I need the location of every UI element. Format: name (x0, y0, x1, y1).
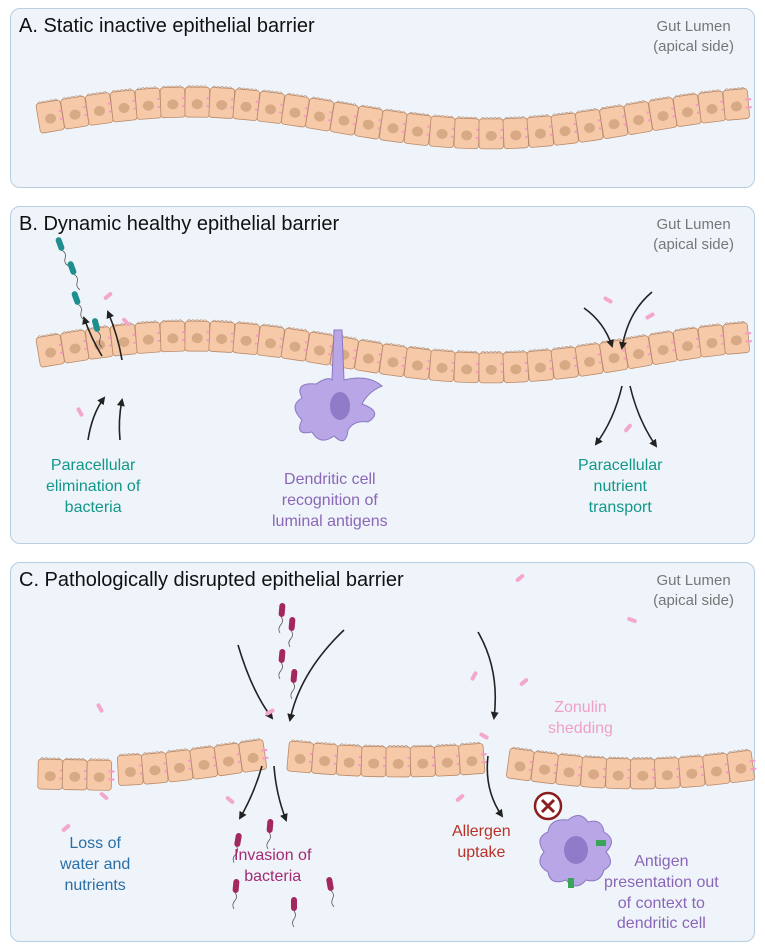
label-line: Allergen (452, 823, 511, 840)
label-line: shedding (548, 719, 613, 737)
lumen-label-line: (apical side) (653, 235, 734, 253)
panel-a-lumen-label: Gut Lumen (apical side) (653, 17, 734, 56)
panel-a: A. Static inactive epithelial barrier Gu… (10, 8, 755, 188)
panel-c-lumen-label: Gut Lumen (apical side) (653, 571, 734, 610)
label-antigen-presentation: Antigen presentation out of context to d… (604, 852, 719, 935)
label-line: Zonulin (554, 699, 607, 716)
panel-c-title: C. Pathologically disrupted epithelial b… (19, 569, 404, 591)
label-line: bacteria (244, 867, 302, 885)
label-line: of context to (617, 894, 705, 912)
label-zonulin-shedding: Zonulin shedding (548, 698, 613, 740)
label-dendritic-recognition: Dendritic cell recognition of luminal an… (272, 470, 388, 532)
label-invasion: Invasion of bacteria (234, 846, 311, 888)
panel-b: B. Dynamic healthy epithelial barrier Gu… (10, 206, 755, 544)
label-allergen-uptake: Allergen uptake (452, 822, 511, 864)
label-line: Invasion of (234, 847, 312, 864)
label-line: nutrients (64, 876, 126, 894)
label-line: luminal antigens (272, 512, 388, 530)
lumen-label-line: Gut Lumen (656, 572, 731, 589)
label-line: bacteria (64, 498, 122, 516)
label-line: uptake (457, 843, 506, 861)
lumen-label-line: (apical side) (653, 37, 734, 55)
label-paracellular-elimination: Paracellular elimination of bacteria (46, 456, 140, 518)
lumen-label-line: (apical side) (653, 591, 734, 609)
label-line: dendritic cell (616, 915, 706, 933)
panel-b-lumen-label: Gut Lumen (apical side) (653, 215, 734, 254)
label-loss-water: Loss of water and nutrients (60, 834, 130, 896)
label-line: Paracellular (50, 457, 136, 474)
label-line: transport (588, 498, 652, 516)
panel-b-title: B. Dynamic healthy epithelial barrier (19, 213, 340, 235)
label-line: Paracellular (578, 457, 663, 474)
label-line: Loss of (69, 835, 121, 852)
panel-a-title: A. Static inactive epithelial barrier (19, 15, 315, 37)
lumen-label-line: Gut Lumen (656, 18, 731, 35)
label-line: water and (60, 855, 131, 873)
label-line: Antigen (634, 853, 689, 870)
label-line: elimination of (46, 477, 141, 495)
label-line: recognition of (281, 491, 378, 509)
label-line: Dendritic cell (284, 471, 376, 488)
lumen-label-line: Gut Lumen (656, 216, 731, 233)
label-line: nutrient (593, 477, 647, 495)
label-nutrient-transport: Paracellular nutrient transport (578, 456, 662, 518)
label-line: presentation out (604, 873, 719, 891)
